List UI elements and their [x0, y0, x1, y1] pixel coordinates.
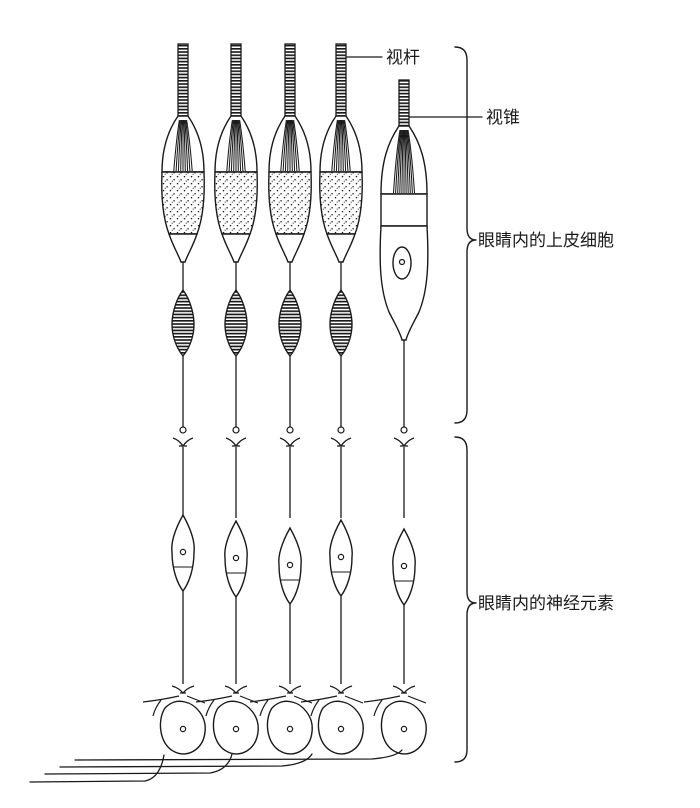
cone-cell: [363, 79, 429, 755]
rod-neck: [275, 233, 305, 263]
rod-neck: [168, 233, 198, 263]
ganglion-nucleus: [400, 725, 408, 733]
rod-label: 视杆: [386, 48, 420, 68]
bipolar-nucleus: [179, 548, 187, 556]
bipolar-nucleus: [400, 562, 408, 570]
cone-nucleolus: [398, 258, 406, 266]
ganglion-dendrites: [300, 695, 364, 717]
rod-myoid: [214, 171, 258, 235]
cone-cell-body: [379, 225, 429, 341]
synaptic-terminal: [232, 426, 240, 434]
rod-cell-4: [300, 43, 364, 755]
ganglion-nucleus: [337, 725, 345, 733]
rod-striations: [331, 119, 351, 172]
bipolar-dendrites: [225, 437, 247, 448]
rod-outer-segment: [335, 43, 347, 117]
rod-neck: [326, 233, 356, 263]
synaptic-terminal: [400, 426, 408, 434]
ganglion-dendrites: [195, 695, 259, 717]
rod-nucleus-spindle: [278, 288, 302, 358]
ganglion-synapse: [171, 685, 195, 695]
rod-nucleus-spindle: [171, 288, 195, 358]
ganglion-dendrites: [363, 695, 427, 717]
ganglion-synapse: [224, 685, 248, 695]
rod-outer-segment: [230, 43, 242, 117]
cone-label: 视锥: [486, 108, 520, 128]
synaptic-terminal: [337, 426, 345, 434]
bipolar-dendrites: [330, 437, 352, 448]
cone-myoid: [380, 193, 428, 227]
rod-nucleus-spindle: [329, 288, 353, 358]
epithelium-bracket: [454, 46, 477, 424]
bipolar-nucleus: [337, 553, 345, 561]
ganglion-dendrites: [249, 695, 313, 717]
rod-neck: [221, 233, 251, 263]
rod-cell-2: [195, 43, 259, 755]
ganglion-nucleus: [286, 725, 294, 733]
synaptic-terminal: [286, 426, 294, 434]
bipolar-dendrites: [279, 437, 301, 448]
synaptic-terminal: [179, 426, 187, 434]
neural-label: 眼睛内的神经元素: [478, 594, 614, 614]
cone-outer-segment: [398, 79, 410, 127]
bipolar-dendrites: [393, 437, 415, 448]
rod-nucleus-spindle: [224, 288, 248, 358]
rod-outer-segment: [177, 43, 189, 117]
rod-myoid: [268, 171, 312, 235]
ganglion-nucleus: [232, 725, 240, 733]
neural-bracket: [454, 436, 477, 763]
bipolar-nucleus: [232, 554, 240, 562]
ganglion-dendrites: [142, 695, 206, 717]
rod-striations: [173, 119, 193, 172]
rod-striations: [280, 119, 300, 172]
bipolar-dendrites: [172, 437, 194, 448]
ganglion-synapse: [392, 685, 416, 695]
rod-cell-3: [249, 43, 313, 755]
ganglion-nucleus: [179, 725, 187, 733]
ganglion-synapse: [329, 685, 353, 695]
ganglion-axons: [29, 749, 403, 783]
ganglion-synapse: [278, 685, 302, 695]
cone-striations: [392, 129, 416, 194]
rod-myoid: [161, 171, 205, 235]
rod-myoid: [319, 171, 363, 235]
rod-striations: [226, 119, 246, 172]
bipolar-nucleus: [286, 561, 294, 569]
rod-cell-1: [142, 43, 206, 755]
epithelium-label: 眼睛内的上皮细胞: [478, 231, 614, 251]
rod-outer-segment: [284, 43, 296, 117]
